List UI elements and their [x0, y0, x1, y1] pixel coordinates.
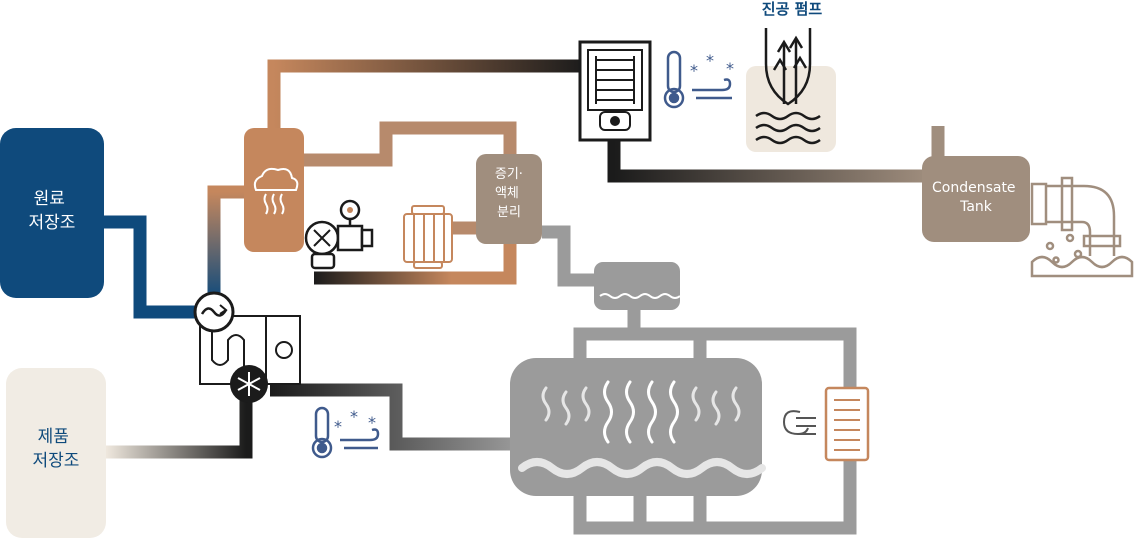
- drain-pipe-icon: [1030, 176, 1134, 278]
- separator-label-line2: 액체: [495, 186, 519, 201]
- raw-tank-label-line2: 저장조: [29, 213, 76, 233]
- vacuum-pump-label: 진공 펌프: [762, 0, 823, 18]
- evaporator-column[interactable]: [244, 128, 304, 252]
- vacuum-icon: [755, 28, 821, 145]
- preheater[interactable]: [403, 205, 453, 269]
- evaporation-vessel[interactable]: [510, 358, 766, 496]
- snowflake-icon: [230, 365, 268, 403]
- condensate-tank[interactable]: Condensate Tank: [922, 156, 1030, 242]
- pipe-evaporator-to-separator: [300, 121, 517, 167]
- svg-text:원료 저장조: 원료 저장조: [29, 189, 76, 233]
- pipe-separator-return: [314, 240, 517, 285]
- heat-exchanger-icon: [193, 291, 235, 333]
- pipe-cooler-to-vessel: [270, 383, 520, 451]
- vessel-heater[interactable]: [782, 386, 870, 462]
- separator-label-line3: 분리: [497, 205, 521, 220]
- pipe-vapor-to-condenser: [267, 59, 585, 130]
- cold-thermometer-icon: * * *: [311, 406, 380, 459]
- product-tank-label-line1: 제품: [38, 427, 69, 447]
- separator-label-line1: 증기·: [495, 167, 523, 182]
- svg-text:*: *: [706, 51, 714, 70]
- pipe-hx-to-evaporator: [207, 185, 248, 300]
- raw-tank-label-line1: 원료: [34, 189, 65, 209]
- svg-text:증기· 액체 분리: 증기· 액체 분리: [495, 167, 527, 220]
- steam-cloud-icon: [253, 167, 299, 215]
- pipe-product-line: [106, 392, 253, 459]
- vacuum-pump[interactable]: 진공 펌프: [746, 0, 836, 152]
- svg-text:제품 저장조: 제품 저장조: [33, 427, 80, 471]
- pipe-separator-to-collector: [542, 225, 600, 287]
- heat-flow-icon: [782, 410, 816, 436]
- heat-exchanger-unit[interactable]: [193, 291, 301, 403]
- condensate-label-line2: Tank: [959, 199, 993, 215]
- pump-valve-icon[interactable]: [304, 199, 374, 270]
- cold-thermometer-icon: * * *: [663, 50, 734, 109]
- pipe-condenser-to-tank: [607, 138, 930, 183]
- vapor-liquid-separator[interactable]: 증기· 액체 분리: [476, 154, 542, 244]
- pipe-raw-feed: [104, 215, 200, 319]
- liquid-collector[interactable]: [594, 262, 681, 310]
- product-tank[interactable]: 제품 저장조: [6, 368, 106, 538]
- svg-text:Condensate Tank: Condensate Tank: [932, 180, 1020, 215]
- condensate-label-line1: Condensate: [932, 180, 1016, 196]
- product-tank-label-line2: 저장조: [33, 451, 80, 471]
- svg-text:*: *: [690, 61, 698, 80]
- heater-icon: [403, 205, 453, 269]
- svg-text:*: *: [350, 407, 358, 426]
- svg-text:*: *: [368, 413, 376, 432]
- condenser[interactable]: [578, 40, 652, 142]
- svg-text:*: *: [726, 59, 734, 78]
- svg-text:*: *: [334, 417, 342, 436]
- raw-material-tank[interactable]: 원료 저장조: [0, 128, 104, 298]
